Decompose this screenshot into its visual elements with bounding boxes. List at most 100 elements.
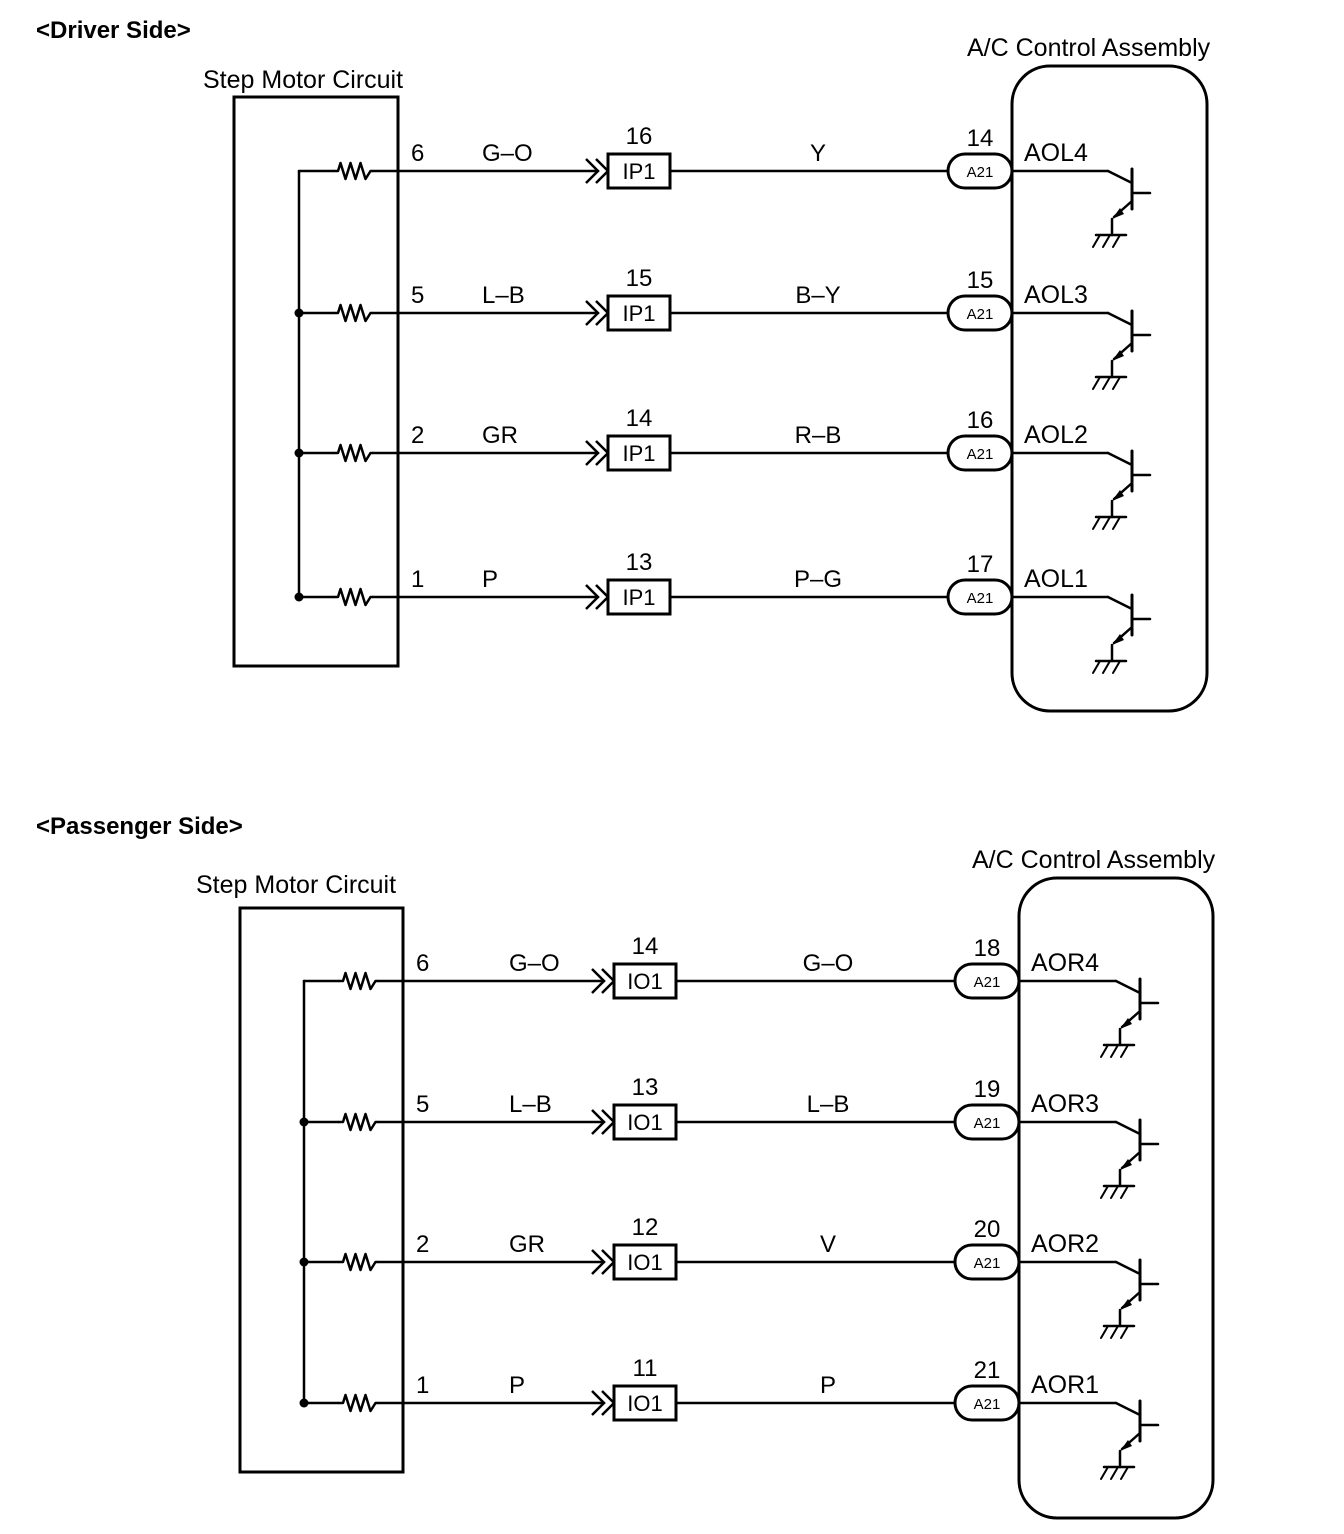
- ground-hatch: [1102, 516, 1111, 530]
- resistor-coil-icon: [333, 587, 373, 607]
- ground-hatch: [1100, 1044, 1109, 1058]
- emitter-arrow-icon: [1120, 1018, 1132, 1029]
- junction-connector-box: [606, 578, 672, 616]
- transistor-collector: [1106, 595, 1134, 611]
- connector-chevron-icon: [591, 1109, 606, 1135]
- step-motor-box: [232, 95, 400, 668]
- ground-hatch: [1100, 1466, 1109, 1480]
- a21-connector-label: A21: [974, 974, 1001, 991]
- wire-color-left: L–B: [509, 1091, 552, 1118]
- transistor-collector: [1106, 451, 1134, 467]
- junction-connector-pin: 13: [626, 549, 653, 576]
- ground-hatch: [1112, 516, 1121, 530]
- transistor-icon: [1100, 1399, 1160, 1480]
- a21-connector-label: A21: [974, 1255, 1001, 1272]
- wire-color-right: V: [820, 1231, 836, 1258]
- wire-color-right: B–Y: [795, 282, 840, 309]
- junction-connector-box: [612, 1243, 678, 1281]
- section-title: <Driver Side>: [36, 17, 191, 44]
- junction-connector-label: IP1: [622, 159, 655, 184]
- connector-chevron-icon: [585, 440, 600, 466]
- signal-name: AOR1: [1031, 1371, 1099, 1399]
- transistor-collector: [1106, 311, 1134, 327]
- ground-hatch: [1092, 660, 1101, 674]
- signal-name: AOR4: [1031, 949, 1099, 977]
- ac-control-assembly-label: A/C Control Assembly: [972, 846, 1216, 874]
- a21-connector-label: A21: [974, 1396, 1001, 1413]
- transistor-collector: [1114, 1120, 1142, 1136]
- ground-hatch: [1110, 1185, 1119, 1199]
- a21-pin-number: 15: [967, 267, 994, 294]
- resistor-coil-icon: [333, 443, 373, 463]
- junction-connector-label: IP1: [622, 301, 655, 326]
- driver-side-section: <Driver Side> Step Motor Circuit A/C Contr…: [36, 17, 1211, 713]
- transistor-icon: [1092, 449, 1152, 530]
- wire-color-right: P–G: [794, 566, 842, 593]
- resistor-coil-icon: [338, 1393, 378, 1413]
- motor-pin-number: 2: [416, 1231, 429, 1258]
- junction-connector-box: [612, 1103, 678, 1141]
- emitter-arrow-icon: [1120, 1159, 1132, 1170]
- connector-chevron-icon: [585, 158, 600, 184]
- ground-hatch: [1120, 1466, 1129, 1480]
- a21-pin-number: 21: [974, 1357, 1001, 1384]
- a21-pin-number: 19: [974, 1076, 1001, 1103]
- ground-hatch: [1102, 234, 1111, 248]
- junction-connector-label: IO1: [627, 1110, 662, 1135]
- transistor-icon: [1092, 593, 1152, 674]
- junction-connector-pin: 14: [632, 933, 659, 960]
- step-motor-label: Step Motor Circuit: [196, 871, 396, 899]
- wire-color-right: G–O: [803, 950, 854, 977]
- signal-name: AOR3: [1031, 1090, 1099, 1118]
- step-motor-label: Step Motor Circuit: [203, 66, 403, 94]
- a21-pin-number: 20: [974, 1216, 1001, 1243]
- signal-name: AOL1: [1024, 565, 1088, 593]
- emitter-arrow-icon: [1112, 490, 1124, 501]
- resistor-coil-icon: [333, 303, 373, 323]
- ac-control-assembly-label: A/C Control Assembly: [967, 34, 1211, 62]
- wire-color-left: G–O: [482, 140, 533, 167]
- ground-hatch: [1112, 660, 1121, 674]
- a21-pin-number: 17: [967, 551, 994, 578]
- transistor-collector: [1106, 169, 1134, 185]
- wire-color-right: L–B: [807, 1091, 850, 1118]
- emitter-arrow-icon: [1112, 350, 1124, 361]
- connector-chevron-icon: [591, 1390, 606, 1416]
- connector-chevron-icon: [591, 968, 606, 994]
- wire-color-left: GR: [509, 1231, 545, 1258]
- wire-color-left: L–B: [482, 282, 525, 309]
- step-motor-box: [238, 906, 405, 1474]
- wire-color-right: Y: [810, 140, 826, 167]
- resistor-coil-icon: [333, 161, 373, 181]
- a21-pin-number: 18: [974, 935, 1001, 962]
- emitter-arrow-icon: [1112, 208, 1124, 219]
- a21-connector-label: A21: [967, 306, 994, 323]
- ac-control-assembly-box: [1010, 64, 1209, 713]
- a21-connector-label: A21: [967, 590, 994, 607]
- ground-hatch: [1120, 1185, 1129, 1199]
- junction-connector-pin: 15: [626, 265, 653, 292]
- motor-pin-number: 6: [411, 140, 424, 167]
- a21-pin-number: 16: [967, 407, 994, 434]
- junction-connector-pin: 16: [626, 123, 653, 150]
- ground-hatch: [1092, 376, 1101, 390]
- motor-pin-number: 5: [416, 1091, 429, 1118]
- resistor-coil-icon: [338, 1112, 378, 1132]
- transistor-icon: [1100, 977, 1160, 1058]
- transistor-collector: [1114, 1260, 1142, 1276]
- junction-connector-label: IO1: [627, 1391, 662, 1416]
- connector-chevron-icon: [591, 1249, 606, 1275]
- junction-connector-label: IP1: [622, 441, 655, 466]
- wire-color-right: P: [820, 1372, 836, 1399]
- ground-hatch: [1102, 660, 1111, 674]
- transistor-icon: [1092, 309, 1152, 390]
- ground-hatch: [1112, 376, 1121, 390]
- motor-pin-number: 2: [411, 422, 424, 449]
- ground-hatch: [1120, 1325, 1129, 1339]
